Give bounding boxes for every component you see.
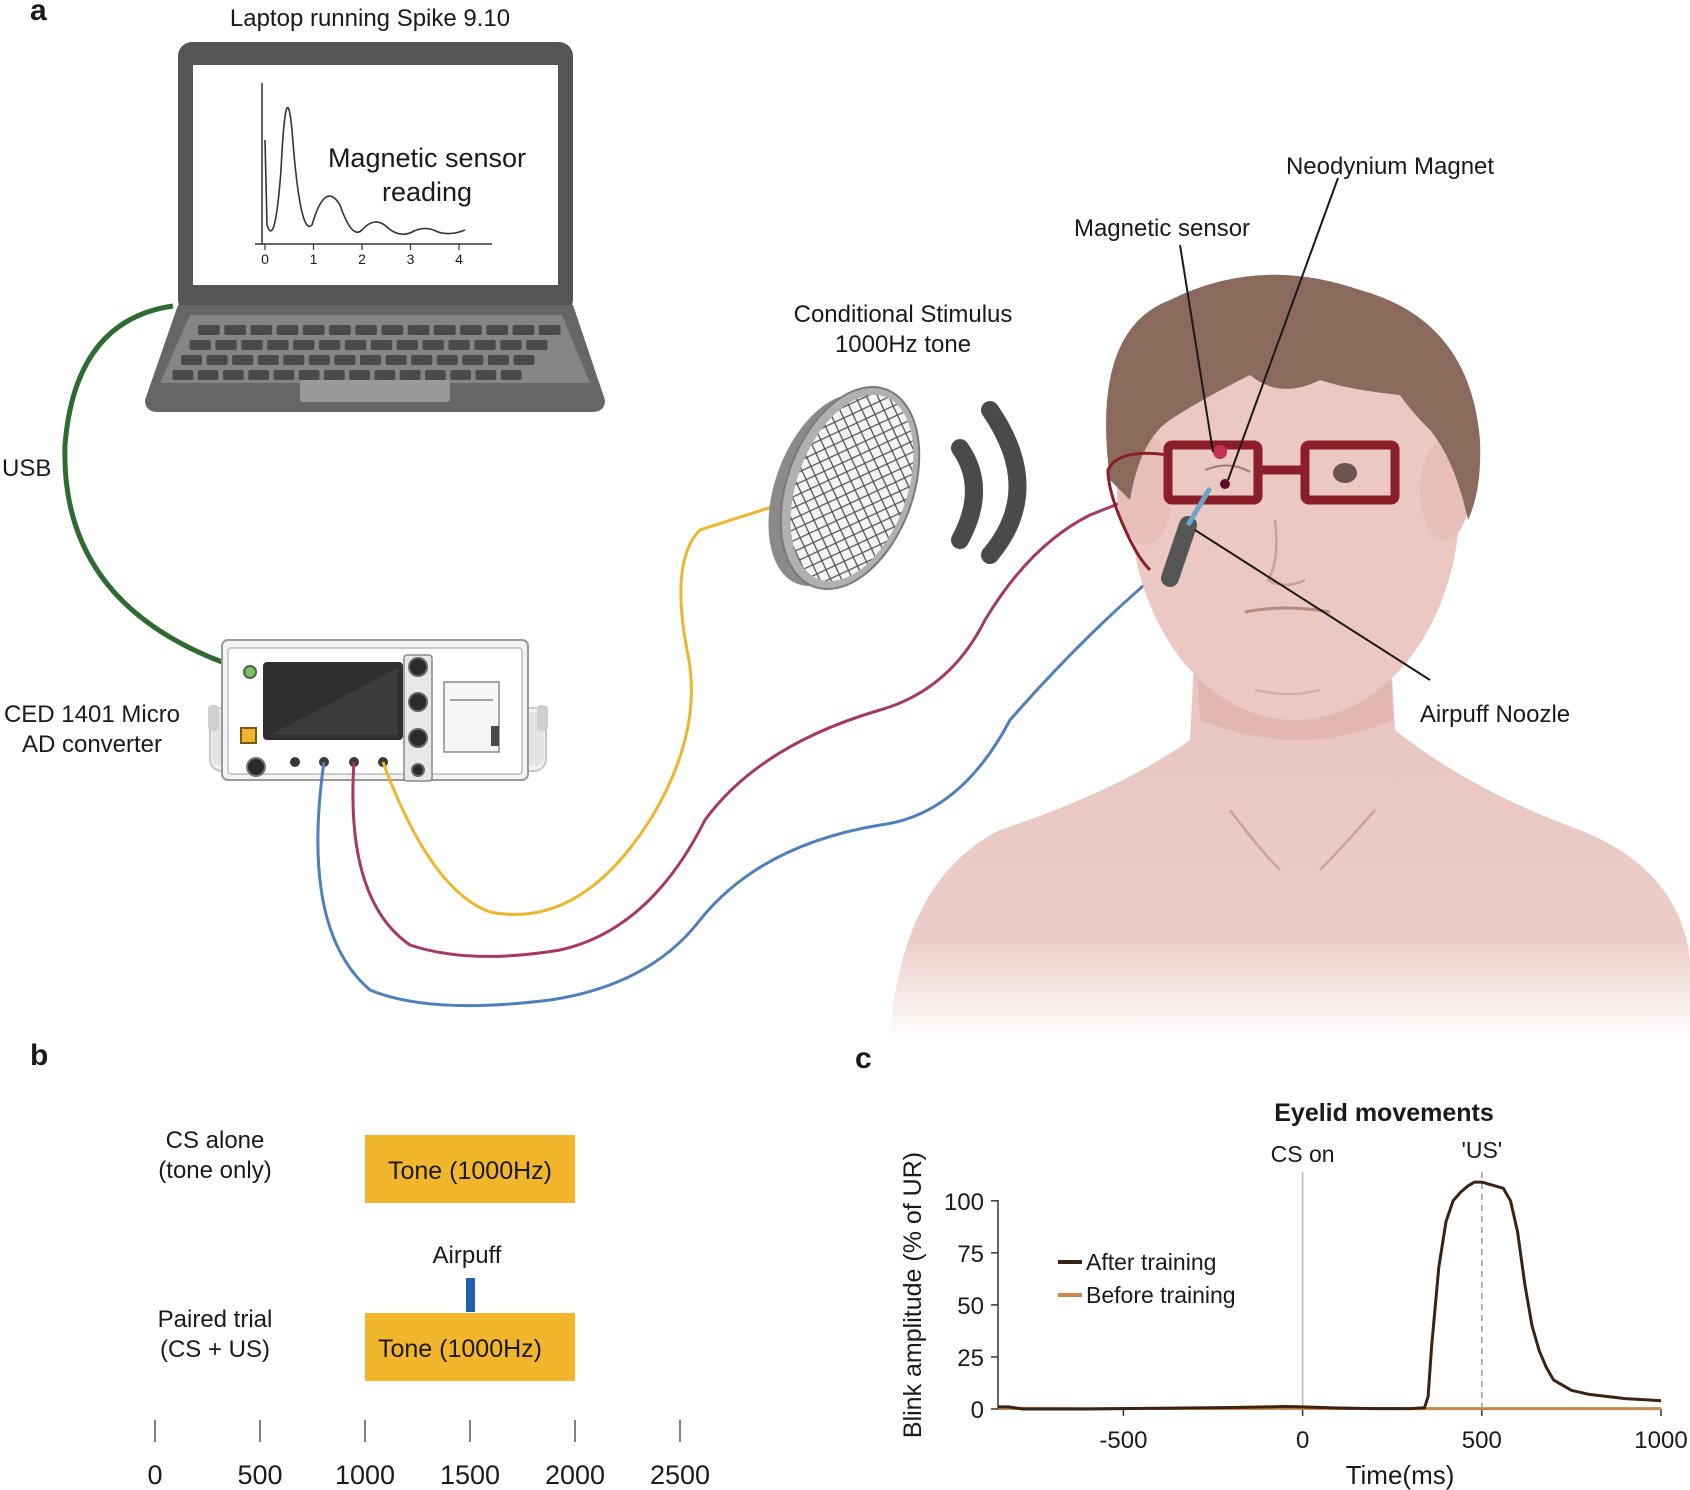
y-tick-label: 0: [971, 1397, 984, 1424]
magnet-leader-line: [1227, 177, 1339, 481]
tone-cable: [381, 503, 779, 917]
device-side-knob: [411, 763, 425, 777]
cs-on-label: CS on: [1271, 1141, 1335, 1167]
screen-tick-label: 0: [261, 251, 269, 267]
panel-letter-a: a: [30, 0, 47, 27]
y-axis-label: Blink amplitude (% of UR): [899, 1152, 927, 1438]
sensor-trace-line: [264, 106, 466, 236]
device-port: [290, 757, 300, 767]
y-tick-label: 100: [944, 1189, 984, 1216]
neodynium-magnet-dot: [1220, 479, 1230, 489]
tone-bar: [365, 1135, 575, 1203]
x-axis-label: Time(ms): [1346, 1460, 1455, 1490]
timeline-tick-label: 0: [147, 1460, 162, 1490]
magnetic-sensor-dot: [1213, 445, 1227, 459]
screen-trace-plot: 0 1 2 3 4: [255, 83, 492, 267]
laptop: [145, 42, 605, 412]
airpuff-nozzle: [1161, 486, 1213, 587]
eyelid-chart: Eyelid movements 0 25 50 75 100 -500 0 500 1000Ti…: [899, 1099, 1688, 1490]
x-tick-label: 1000: [1634, 1427, 1687, 1454]
timeline-tick-label: 2000: [545, 1460, 605, 1490]
series-line-after-training: [998, 1180, 1662, 1411]
panel-letter-c: c: [855, 1042, 872, 1075]
speaker: [768, 386, 1027, 590]
sensor-cable: [351, 498, 1129, 958]
legend-label: After training: [1086, 1249, 1216, 1275]
magnet-label: Neodynium Magnet: [1286, 153, 1494, 180]
laptop-screen: [193, 65, 558, 285]
chart-title: Eyelid movements: [1274, 1099, 1494, 1127]
y-tick-label: 25: [957, 1345, 984, 1372]
trial-label-line2: (tone only): [158, 1157, 271, 1184]
power-led: [243, 665, 257, 679]
timeline-tick-label: 1000: [335, 1460, 395, 1490]
nozzle-label: Airpuff Noozle: [1420, 701, 1570, 728]
timeline-tick-label: 2500: [650, 1460, 710, 1490]
device-button-yellow: [240, 727, 257, 744]
sound-wave-outer: [981, 401, 1027, 564]
timeline-tick-label: 500: [237, 1460, 282, 1490]
nozzle-leader-line: [1194, 529, 1431, 681]
tone-bar-label: Tone (1000Hz): [388, 1157, 552, 1185]
stimulus-label-line1: Conditional Stimulus: [794, 301, 1013, 328]
x-tick-label: 500: [1462, 1427, 1502, 1454]
sound-wave-inner: [951, 439, 983, 549]
glasses: [1106, 440, 1400, 572]
screen-tick-label: 2: [358, 251, 366, 267]
screen-tick-label: 1: [310, 251, 318, 267]
screen-label-line2: reading: [382, 177, 472, 207]
trial-label-line1: Paired trial: [158, 1306, 273, 1333]
timeline-tick-label: 1500: [440, 1460, 500, 1490]
laptop-trackpad: [300, 380, 450, 402]
converter-label-line1: CED 1401 Micro: [4, 701, 180, 728]
sensor-label: Magnetic sensor: [1074, 215, 1250, 242]
device-knob: [246, 757, 266, 777]
panel-letter-b: b: [30, 1039, 48, 1072]
airpuff-mark: [466, 1278, 475, 1312]
ced-1401-device: [208, 639, 548, 782]
screen-tick-label: 4: [455, 251, 463, 267]
protocol-timeline: Tone (1000Hz) CS alone (tone only) Tone (10…: [147, 1127, 710, 1490]
airpuff-cable: [316, 578, 1151, 1008]
converter-label-line2: AD converter: [22, 731, 162, 758]
trial-label-line2: (CS + US): [160, 1336, 270, 1363]
tone-bar-label: Tone (1000Hz): [378, 1335, 542, 1363]
device-side-knob: [408, 692, 428, 712]
device-side-knob: [408, 728, 428, 748]
screen-label-line1: Magnetic sensor: [328, 143, 526, 173]
x-tick-label: -500: [1099, 1427, 1147, 1454]
usb-cable: [62, 303, 223, 665]
device-side-knob: [408, 657, 428, 677]
stimulus-label-line2: 1000Hz tone: [835, 331, 971, 358]
laptop-keyboard: [172, 325, 561, 380]
x-tick-label: 0: [1296, 1427, 1309, 1454]
y-tick-label: 75: [957, 1241, 984, 1268]
subject-illustration: [890, 274, 1690, 1040]
usb-label: USB: [2, 455, 51, 482]
laptop-title: Laptop running Spike 9.10: [230, 5, 510, 32]
screen-tick-label: 3: [407, 251, 415, 267]
legend-label: Before training: [1086, 1282, 1236, 1308]
sensor-leader-line: [1179, 244, 1214, 453]
us-label: 'US': [1461, 1137, 1502, 1163]
airpuff-label: Airpuff: [433, 1242, 502, 1269]
trial-label-line1: CS alone: [166, 1127, 265, 1154]
y-tick-label: 50: [957, 1293, 984, 1320]
tone-bar: [365, 1313, 575, 1381]
